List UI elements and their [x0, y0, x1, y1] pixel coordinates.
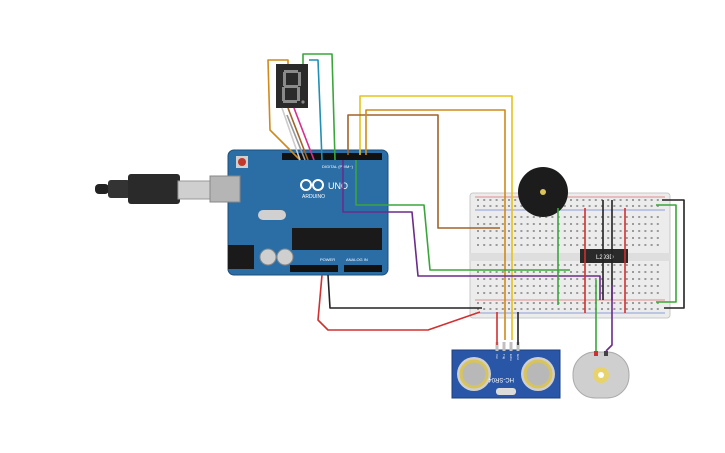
wire-red-power[interactable] — [317, 274, 481, 331]
ultrasonic-model-label: HC-SR04 — [488, 376, 514, 382]
analog-header — [344, 265, 382, 272]
power-header-label: POWER — [320, 257, 335, 262]
analog-header-label: ANALOG IN — [346, 257, 368, 262]
wire-pink-seg[interactable] — [293, 107, 315, 161]
wire-black-ground[interactable] — [327, 274, 482, 309]
arduino-uno-board[interactable]: UNO ARDUINO DIGITAL (PWM~) POWER ANALOG … — [209, 149, 389, 276]
breadboard[interactable] — [469, 192, 671, 319]
digital-header — [282, 153, 382, 160]
wire-teal-seg[interactable] — [309, 59, 323, 161]
ultrasonic-pin-gnd[interactable] — [516, 342, 520, 351]
arduino-model-label: UNO — [328, 181, 348, 191]
ultrasonic-pin-trig[interactable] — [502, 342, 506, 351]
wire-purple-motor[interactable] — [605, 285, 613, 352]
wire-purple-1[interactable] — [342, 160, 601, 300]
wire-orange-seg[interactable] — [267, 59, 301, 161]
wires — [267, 53, 685, 352]
usb-cable[interactable] — [95, 174, 211, 204]
wire-green-1[interactable] — [355, 160, 570, 271]
ultrasonic-pin-label: Trig — [502, 354, 506, 359]
l293d-motor-driver[interactable]: L293D — [580, 249, 628, 263]
wire-white-seg[interactable] — [281, 107, 301, 161]
wire-brown-buzzer[interactable] — [347, 114, 500, 229]
dc-motor[interactable] — [572, 351, 630, 399]
ultrasonic-pin-echo[interactable] — [509, 342, 513, 351]
arduino-brand-label: ARDUINO — [302, 194, 325, 200]
wire-black-rail[interactable] — [662, 199, 685, 309]
arduino-logo-icon — [300, 179, 324, 191]
ultrasonic-pin-label: Echo — [509, 354, 513, 361]
ultrasonic-pin-label: Vcc — [495, 354, 499, 360]
atmega-chip — [292, 228, 382, 250]
seven-segment-display[interactable] — [276, 64, 308, 108]
motor-driver-label: L293D — [596, 255, 614, 261]
wire-orange-echo[interactable] — [365, 109, 506, 340]
reset-button[interactable] — [238, 158, 246, 166]
digital-header-label: DIGITAL (PWM~) — [322, 164, 354, 169]
piezo-buzzer[interactable] — [518, 167, 568, 217]
wire-brown-seg[interactable] — [287, 107, 309, 161]
ultrasonic-pin-label: Gnd — [516, 354, 520, 360]
wire-gray-seg[interactable] — [286, 114, 306, 161]
wire-green-rail[interactable] — [656, 204, 677, 303]
wire-yellow-trig[interactable] — [359, 95, 513, 340]
power-header — [290, 265, 338, 272]
wire-green-seg[interactable] — [302, 53, 336, 161]
ultrasonic-pin-vcc[interactable] — [495, 342, 499, 351]
